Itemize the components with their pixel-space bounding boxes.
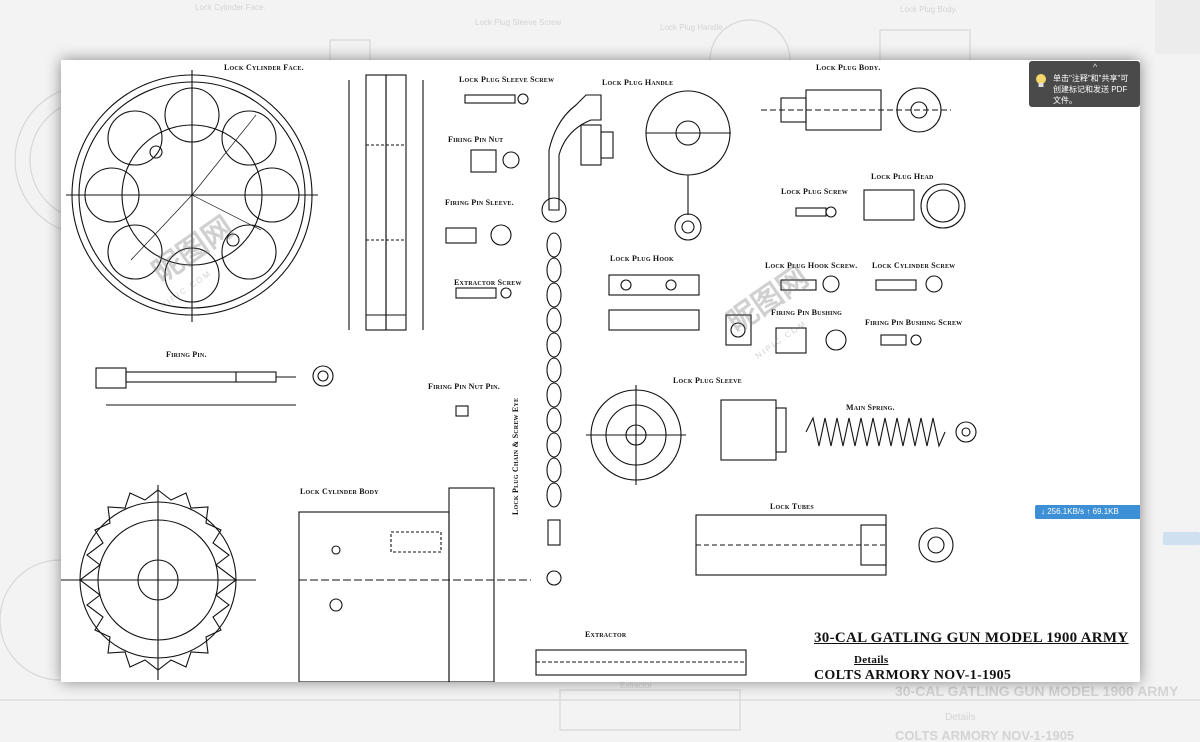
lightbulb-icon [1036,74,1046,87]
bg-label-extractor: Extractor [620,681,652,690]
small-screws-drawing [780,206,943,346]
bg-label-lock-plug-handle: Lock Plug Handle [660,23,723,32]
label-lock-plug-hook: Lock Plug Hook [610,254,674,263]
firing-pin-drawing [95,365,334,406]
bg-label-details: Details [945,712,976,723]
drawing-title: 30-CAL GATLING GUN MODEL 1900 ARMY [814,630,1129,646]
label-main-spring: Main Spring. [846,403,895,412]
tooltip-text: 单击"注释"和"共享"可创建标记和发送 PDF 文件。 [1053,74,1129,105]
label-lock-plug-sleeve: Lock Plug Sleeve [673,376,742,385]
bg-label-title: 30-CAL GATLING GUN MODEL 1900 ARMY [895,683,1179,699]
lock-cylinder-gear-drawing [61,485,256,680]
label-lock-tubes: Lock Tubes [770,502,814,511]
label-lock-cylinder-body: Lock Cylinder Body [300,487,379,496]
firing-pin-parts-drawing [445,149,520,417]
label-lock-plug-body: Lock Plug Body. [816,63,881,72]
bg-label-lock-plug-sleeve-screw: Lock Plug Sleeve Screw [475,18,561,27]
extractor-drawing [535,649,747,676]
bg-label-lock-plug-body: Lock Plug Body. [900,5,957,14]
lock-plug-chain-drawing [546,232,562,586]
lock-cylinder-body-drawing [298,487,531,682]
annotation-tooltip[interactable]: ^ 单击"注释"和"共享"可创建标记和发送 PDF 文件。 [1029,61,1140,107]
drawing-subtitle: Details [854,654,889,666]
bg-label-armory: COLTS ARMORY NOV-1-1905 [895,728,1074,742]
lock-plug-head-drawing [863,183,966,229]
lock-plug-hook-drawing [608,274,752,346]
label-firing-pin: Firing Pin. [166,350,207,359]
label-extractor-screw: Extractor Screw [454,278,522,287]
label-lock-plug-handle: Lock Plug Handle [602,78,674,87]
network-speed-indicator[interactable]: ↓ 256.1KB/s ↑ 69.1KB [1035,505,1140,519]
lock-cylinder-side-drawing [348,74,424,331]
label-lock-cylinder-screw: Lock Cylinder Screw [872,261,956,270]
label-firing-pin-bushing: Firing Pin Bushing [771,308,843,317]
lock-plug-body-drawing [761,87,951,133]
lock-plug-sleeve-drawing [586,385,787,485]
label-lock-plug-head: Lock Plug Head [871,172,934,181]
drawing-footer: COLTS ARMORY NOV-1-1905 [814,668,1012,682]
label-firing-pin-nut: Firing Pin Nut [448,135,504,144]
pdf-viewer-page[interactable]: Lock Cylinder Face. Lock Plug Sleeve Scr… [61,60,1140,682]
firing-pin-bushing-drawing [775,327,847,354]
label-lock-plug-sleeve-screw: Lock Plug Sleeve Screw [459,75,555,84]
download-speed: ↓ 256.1KB/s [1041,507,1085,516]
label-lock-plug-chain: Lock Plug Chain & Screw Eye [511,397,520,515]
lock-plug-handle-drawing [541,90,731,241]
collapse-chevron-icon[interactable]: ^ [1093,62,1098,72]
lock-tubes-drawing [695,514,954,576]
label-lock-plug-screw: Lock Plug Screw [781,187,849,196]
label-firing-pin-sleeve: Firing Pin Sleeve. [445,198,514,207]
speed-indicator-overflow [1163,532,1200,545]
upload-speed: ↑ 69.1KB [1086,507,1119,516]
technical-drawing [61,70,977,682]
label-lock-plug-hook-screw: Lock Plug Hook Screw. [765,261,858,270]
label-firing-pin-bushing-screw: Firing Pin Bushing Screw [865,318,963,327]
tooltip-overflow-panel [1155,0,1200,54]
lock-plug-sleeve-screw-drawing [464,93,529,105]
lock-cylinder-face-drawing [66,70,318,322]
label-lock-cylinder-face: Lock Cylinder Face. [224,63,304,72]
bg-label-lock-cylinder-face: Lock Cylinder Face. [195,3,266,12]
label-firing-pin-nut-pin: Firing Pin Nut Pin. [428,382,500,391]
main-spring-drawing [805,416,977,448]
label-extractor: Extractor [585,630,627,639]
